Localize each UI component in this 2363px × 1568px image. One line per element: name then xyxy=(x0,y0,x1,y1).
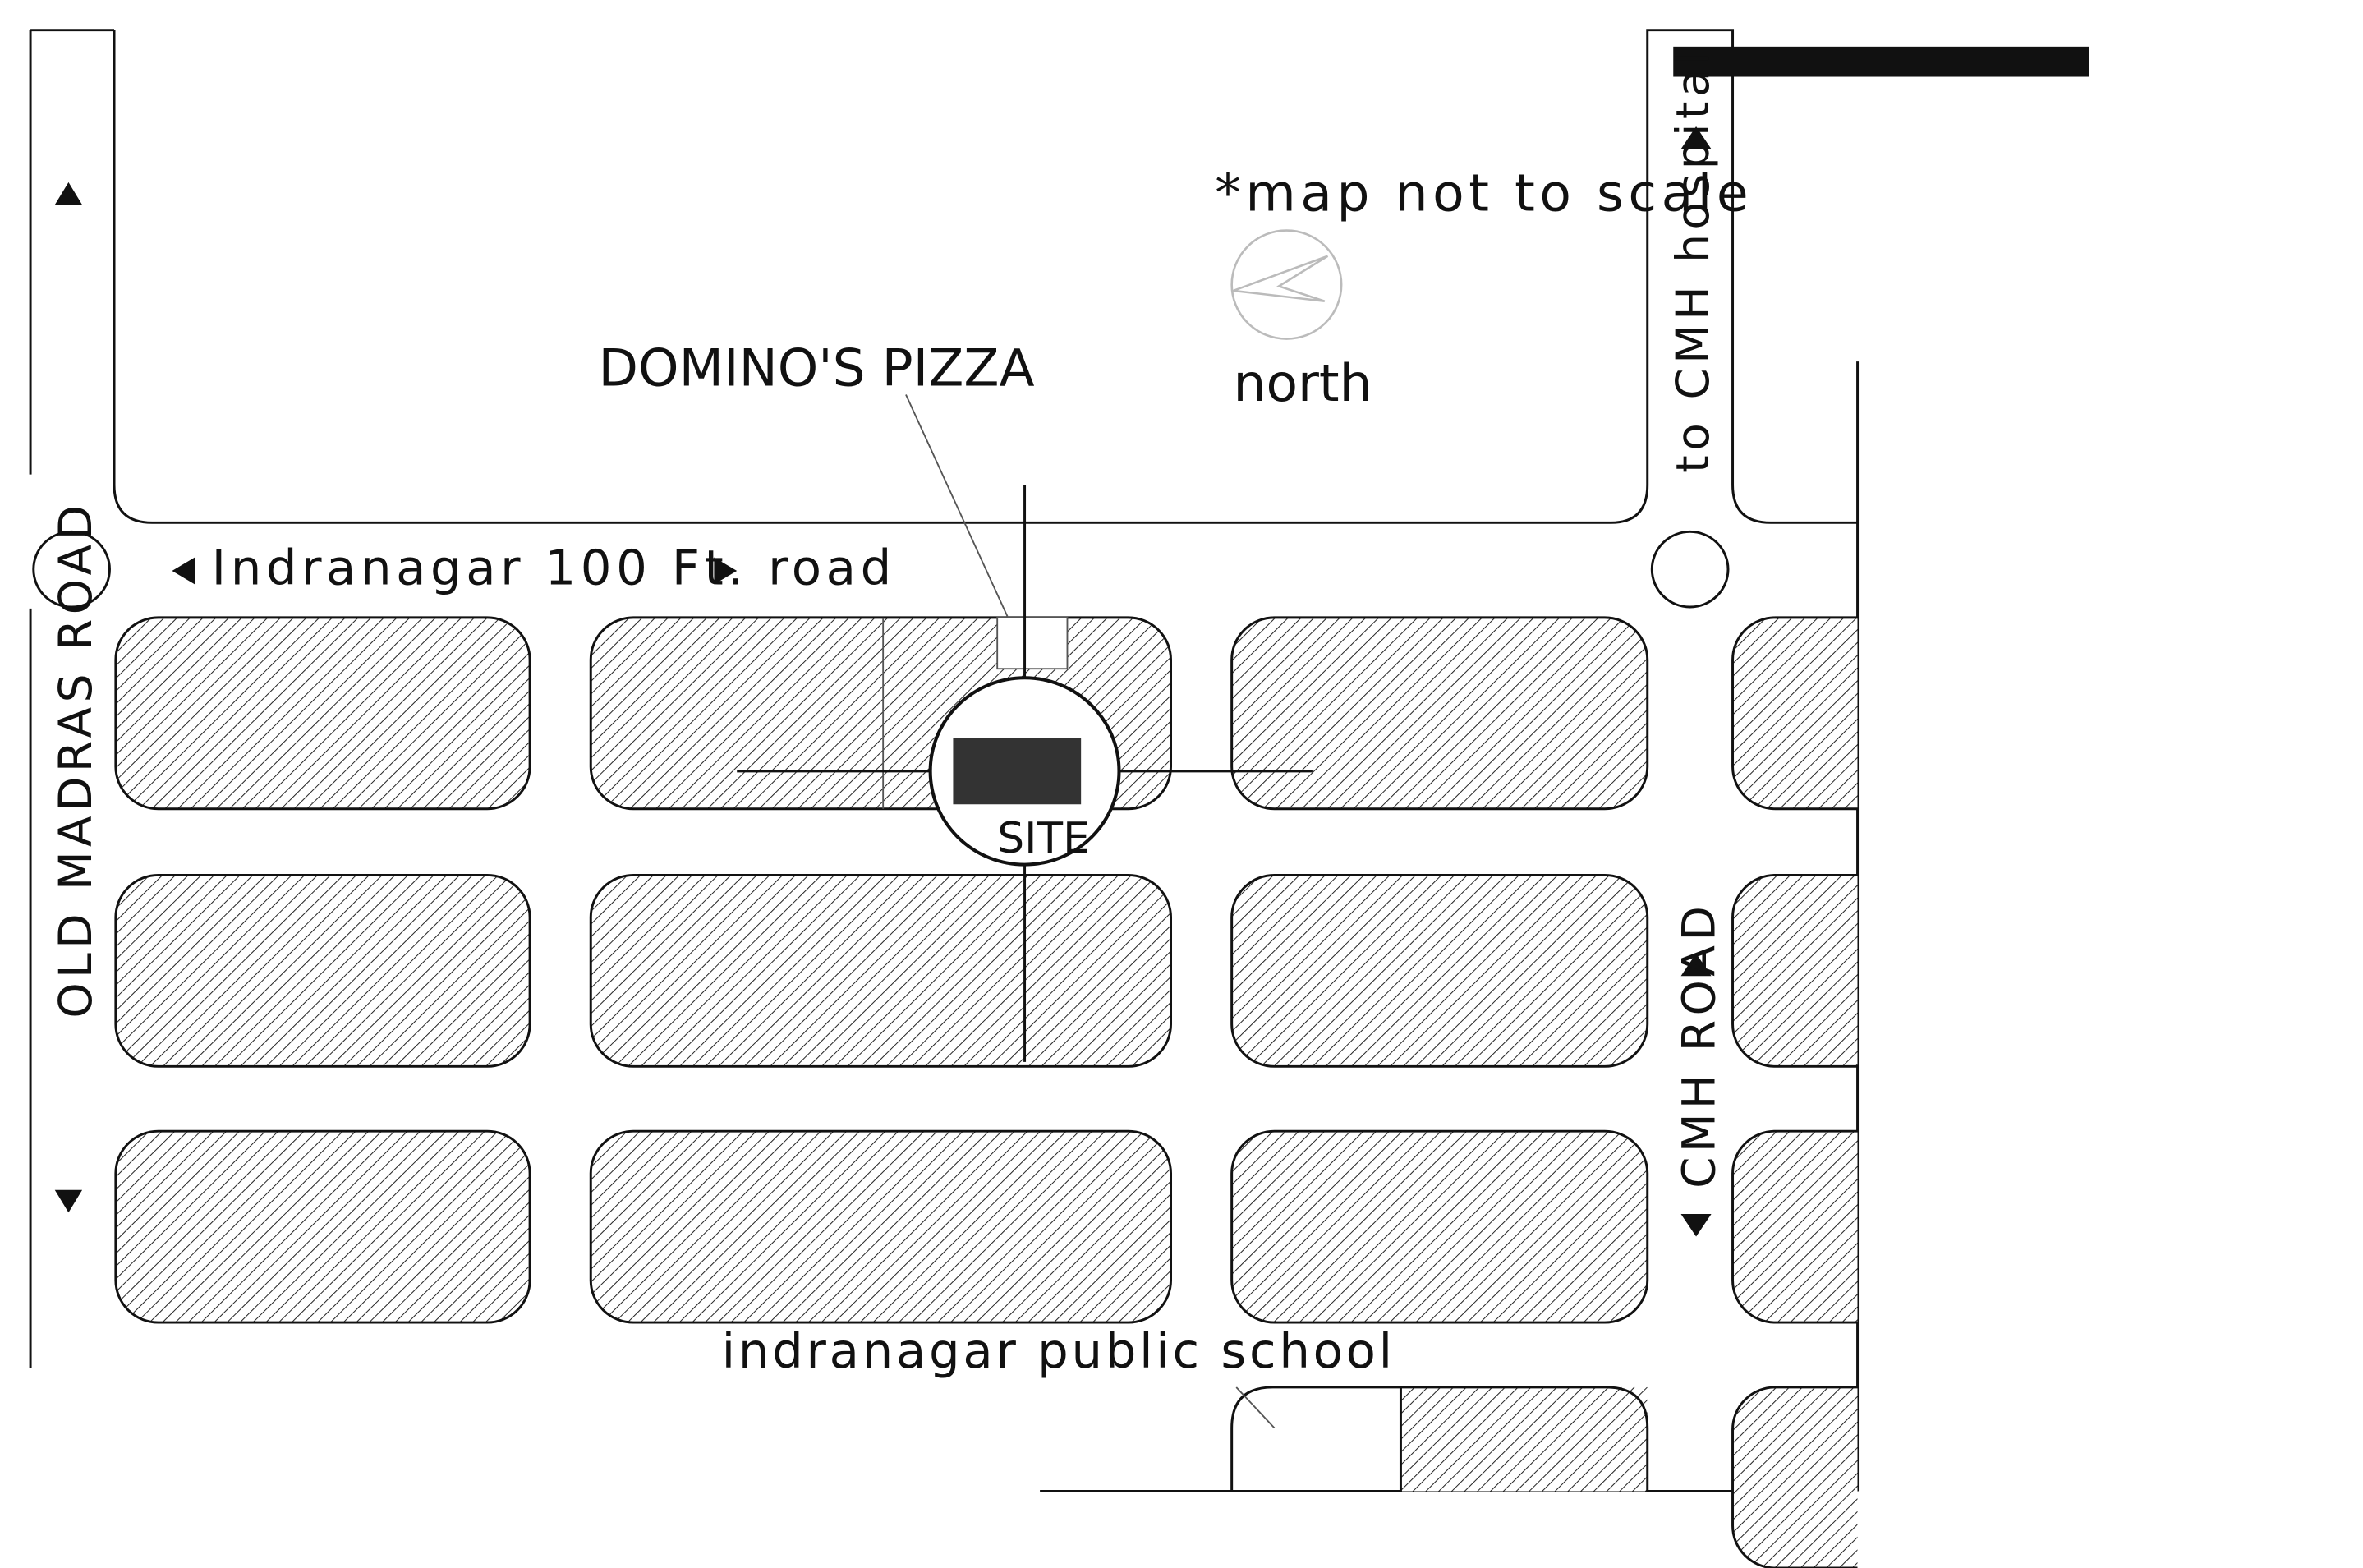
north-label: north xyxy=(1234,353,1372,413)
roundabout-east xyxy=(1650,530,1730,609)
scale-bar xyxy=(1673,46,2089,77)
block xyxy=(589,1129,1173,1324)
school-plot xyxy=(1230,1386,1649,1492)
block xyxy=(114,873,531,1068)
block xyxy=(1230,873,1649,1068)
main-road-label: Indranagar 100 Ft. road xyxy=(212,540,896,596)
map-note: *map not to scale xyxy=(1215,163,1753,223)
arrow-down-icon xyxy=(54,1189,83,1213)
north-compass-icon xyxy=(1230,229,1343,340)
block xyxy=(1731,1129,1858,1324)
west-road-label: OLD MADRAS ROAD xyxy=(50,500,103,1018)
arrow-up-icon xyxy=(54,182,83,205)
roundabout-west xyxy=(32,530,111,609)
arrow-up-icon xyxy=(1680,953,1712,977)
arrow-left-icon xyxy=(172,557,195,585)
site-building xyxy=(953,738,1082,805)
east-road-label: CMH ROAD xyxy=(1673,902,1726,1189)
block xyxy=(114,1129,531,1324)
school-label: indranagar public school xyxy=(722,1322,1395,1379)
direction-arrows xyxy=(54,126,1712,1237)
pizza-leader-line xyxy=(905,394,1009,618)
arrow-up-icon xyxy=(1680,126,1712,149)
arrow-right-icon xyxy=(714,557,738,585)
site-marker xyxy=(737,485,1313,1062)
block xyxy=(1731,616,1858,811)
pizza-label: DOMINO'S PIZZA xyxy=(599,338,1035,398)
arrow-down-icon xyxy=(1680,1214,1712,1237)
school-leader-line xyxy=(1235,1386,1276,1429)
hospital-road-label: to CMH hospital xyxy=(1667,48,1720,473)
block xyxy=(1731,873,1858,1068)
pizza-outlet xyxy=(996,616,1069,670)
block xyxy=(1230,1129,1649,1324)
block xyxy=(589,873,1173,1068)
block xyxy=(1731,1386,1858,1568)
site-label: SITE xyxy=(997,814,1090,863)
block xyxy=(114,616,531,811)
block xyxy=(1230,616,1649,811)
